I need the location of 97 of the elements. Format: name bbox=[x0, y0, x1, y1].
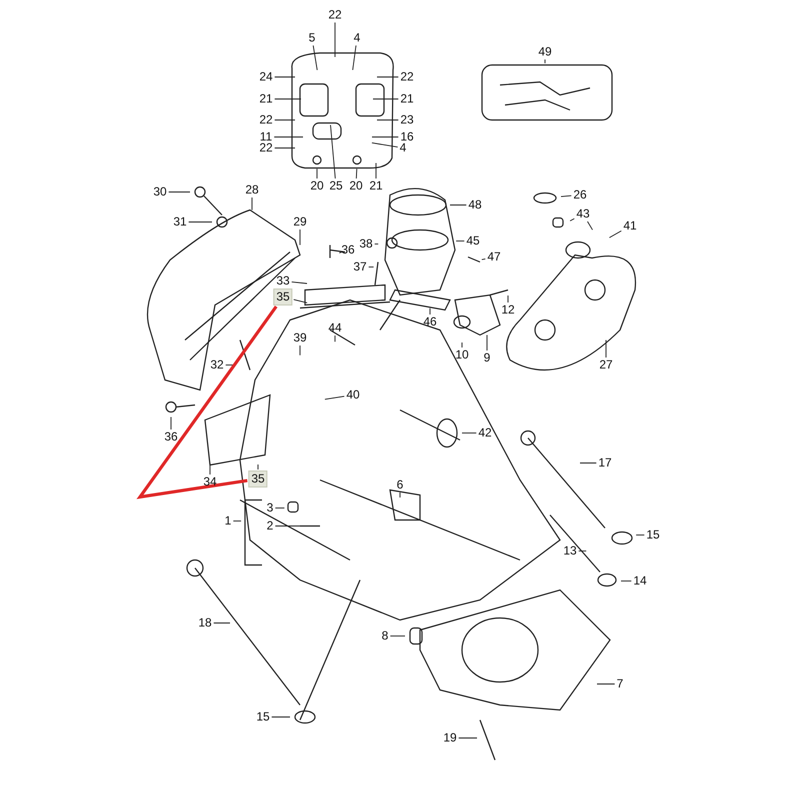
callout-number: 20 bbox=[309, 180, 325, 192]
callout-number: 4 bbox=[398, 142, 408, 154]
callout-number: 30 bbox=[152, 186, 168, 198]
callout-number: 19 bbox=[442, 732, 458, 744]
callout-number: 49 bbox=[537, 46, 553, 58]
callout-number: 3 bbox=[266, 502, 274, 514]
callout-number: 28 bbox=[244, 184, 260, 196]
callout-number: 1 bbox=[224, 514, 232, 528]
callout-number: 6 bbox=[396, 478, 404, 492]
leader-line bbox=[338, 251, 344, 254]
callout-number: 47 bbox=[486, 250, 502, 264]
leader-line bbox=[232, 520, 242, 522]
leader-line bbox=[170, 416, 172, 430]
callout-number: 36 bbox=[340, 244, 356, 256]
leader-line bbox=[578, 550, 587, 552]
callout-number: 17 bbox=[597, 456, 613, 470]
callout-number: 11 bbox=[258, 130, 274, 144]
callout-number: 7 bbox=[616, 678, 624, 690]
callout-number: 8 bbox=[380, 630, 390, 642]
leader-line bbox=[486, 334, 488, 351]
callout-number: 38 bbox=[358, 238, 374, 250]
callout-number: 36 bbox=[163, 430, 179, 444]
leader-line bbox=[352, 45, 356, 70]
leader-line bbox=[274, 98, 302, 100]
callout-number: 2 bbox=[266, 520, 274, 532]
callout-number: 14 bbox=[632, 574, 648, 588]
callout-number: 27 bbox=[598, 358, 614, 372]
callout-number: 40 bbox=[345, 388, 361, 402]
leader-line bbox=[334, 335, 336, 342]
callout-number: 37 bbox=[352, 260, 368, 274]
callout-number: 13 bbox=[562, 544, 578, 558]
callout-number: 4 bbox=[352, 32, 362, 44]
leader-line bbox=[580, 462, 597, 464]
callout-number: 44 bbox=[327, 322, 343, 334]
leader-line bbox=[481, 258, 486, 260]
callout-number: 46 bbox=[422, 316, 438, 328]
callout-number: 15 bbox=[255, 710, 271, 724]
callout-number: 22 bbox=[327, 8, 343, 22]
leader-line bbox=[293, 299, 308, 304]
callout-number: 23 bbox=[399, 114, 415, 126]
leader-line bbox=[271, 716, 290, 718]
callout-number: 35 bbox=[248, 470, 268, 488]
leader-line bbox=[456, 240, 465, 242]
leader-line bbox=[560, 195, 572, 198]
callout-number: 32 bbox=[209, 358, 225, 372]
callout-number: 45 bbox=[465, 234, 481, 248]
leader-line bbox=[334, 22, 336, 58]
leader-line bbox=[587, 221, 593, 230]
callout-number: 35 bbox=[273, 288, 293, 306]
leader-line bbox=[376, 76, 399, 78]
callout-number: 16 bbox=[399, 130, 415, 144]
callout-number: 10 bbox=[454, 348, 470, 362]
leader-line bbox=[368, 266, 374, 268]
leader-line bbox=[462, 432, 477, 434]
leader-line bbox=[356, 168, 358, 179]
leader-line bbox=[330, 124, 336, 179]
leader-line bbox=[324, 396, 345, 400]
callout-number: 15 bbox=[645, 528, 661, 542]
leader-line bbox=[544, 59, 546, 64]
callout-number: 21 bbox=[399, 92, 415, 106]
leader-line bbox=[608, 230, 622, 238]
leader-line bbox=[372, 136, 399, 138]
leader-line bbox=[312, 45, 318, 71]
callout-number: 5 bbox=[308, 32, 316, 44]
callout-number: 39 bbox=[292, 332, 308, 344]
callout-number: 33 bbox=[275, 274, 291, 288]
callout-number: 21 bbox=[368, 180, 384, 192]
leader-line bbox=[274, 136, 304, 138]
callout-number: 25 bbox=[328, 180, 344, 192]
leader-line bbox=[213, 622, 230, 624]
leader-line bbox=[291, 281, 308, 284]
callout-number: 22 bbox=[258, 114, 274, 126]
leader-line bbox=[450, 204, 467, 206]
callout-number: 41 bbox=[622, 220, 638, 232]
callout-number: 43 bbox=[575, 208, 591, 220]
callout-number: 34 bbox=[202, 476, 218, 488]
callout-number: 22 bbox=[258, 142, 274, 154]
callout-number: 18 bbox=[197, 616, 213, 630]
leader-line bbox=[274, 76, 296, 78]
callout-number: 31 bbox=[172, 216, 188, 228]
callout-number: 22 bbox=[399, 70, 415, 84]
leader-line bbox=[636, 534, 645, 536]
leader-line bbox=[620, 580, 632, 582]
callout-number: 12 bbox=[500, 304, 516, 316]
leader-line bbox=[570, 218, 575, 222]
callout-number: 24 bbox=[258, 70, 274, 84]
highlight-line bbox=[136, 306, 278, 500]
callout-number: 26 bbox=[572, 188, 588, 202]
callout-number: 9 bbox=[482, 352, 492, 364]
callout-number: 48 bbox=[467, 198, 483, 212]
leader-line bbox=[371, 142, 398, 148]
callout-number: 21 bbox=[258, 92, 274, 106]
callout-number: 42 bbox=[477, 426, 493, 440]
callout-number: 20 bbox=[348, 180, 364, 192]
leader-line bbox=[316, 168, 318, 179]
leader-line bbox=[372, 98, 399, 100]
callout-number: 29 bbox=[292, 216, 308, 228]
